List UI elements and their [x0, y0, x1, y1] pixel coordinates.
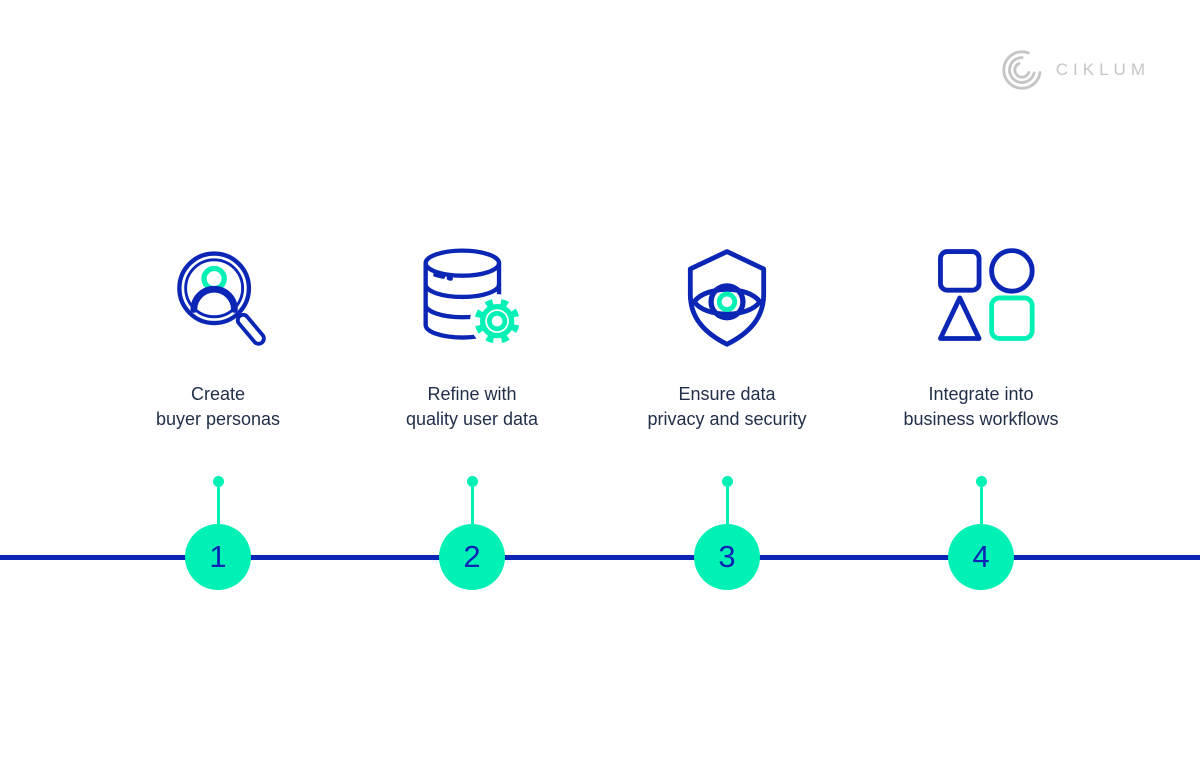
brand-logo: CIKLUM	[999, 47, 1150, 93]
step-2-icon-wrap	[342, 240, 602, 352]
step-2-number: 2	[463, 539, 481, 574]
step-4-label: Integrate into business workflows	[903, 384, 1059, 429]
ciklum-logo-icon	[1002, 50, 1042, 90]
step-3-icon-wrap	[597, 240, 857, 352]
shield-eye-icon	[687, 249, 767, 347]
step-2-connector-dot	[466, 476, 478, 487]
database-gear-icon	[423, 248, 525, 349]
step-3-number-badge: 3	[694, 524, 760, 590]
shapes-icon	[938, 248, 1035, 341]
step-3-label: Ensure data privacy and security	[647, 384, 807, 429]
step-4-icon-wrap	[851, 240, 1111, 352]
magnifier-persona-icon	[177, 251, 266, 346]
step-1-number: 1	[209, 539, 227, 574]
step-1-label: Create buyer personas	[155, 384, 281, 429]
step-3-number: 3	[718, 539, 736, 574]
step-2-connector-stem	[470, 487, 474, 525]
brand-name: CIKLUM	[1055, 60, 1150, 79]
step-3: Ensure data privacy and security 3	[597, 240, 857, 592]
step-1-icon-wrap	[88, 240, 348, 352]
timeline-line	[0, 555, 1200, 560]
step-4-number-badge: 4	[948, 524, 1014, 590]
step-2-label: Refine with quality user data	[405, 384, 539, 429]
step-4-number: 4	[972, 539, 990, 574]
step-4-connector-stem	[979, 487, 983, 525]
step-2: Refine with quality user data 2	[342, 240, 602, 592]
step-1: Create buyer personas 1	[88, 240, 348, 592]
step-4-connector-dot	[975, 476, 987, 487]
step-2-number-badge: 2	[439, 524, 505, 590]
step-1-number-badge: 1	[185, 524, 251, 590]
step-3-connector-stem	[725, 487, 729, 525]
step-1-connector-stem	[216, 487, 220, 525]
step-3-connector-dot	[721, 476, 733, 487]
step-4: Integrate into business workflows 4	[851, 240, 1111, 592]
step-1-connector-dot	[212, 476, 224, 487]
